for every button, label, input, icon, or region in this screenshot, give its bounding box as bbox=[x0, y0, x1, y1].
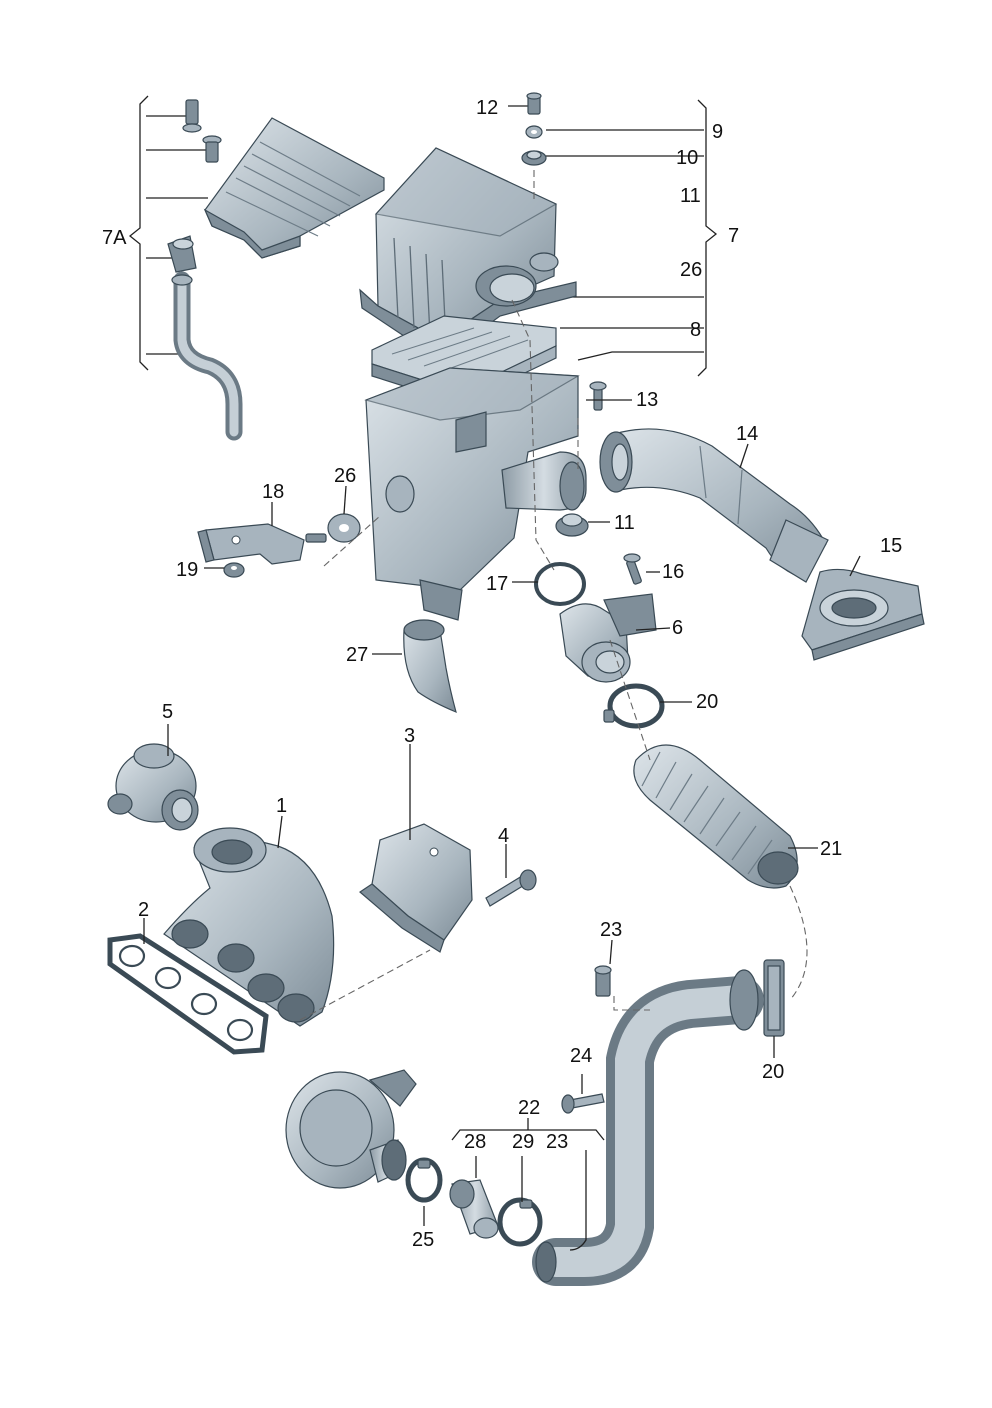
callout-21: 21 bbox=[820, 838, 842, 860]
air-mass-meter-6 bbox=[559, 593, 657, 683]
callout-2: 2 bbox=[138, 899, 149, 921]
assembly-guide-lines bbox=[299, 170, 808, 1021]
callout-9: 9 bbox=[712, 121, 723, 143]
screw-16 bbox=[623, 553, 642, 585]
callout-8: 8 bbox=[690, 319, 701, 341]
callout-12: 12 bbox=[476, 97, 498, 119]
callout-20-lower: 20 bbox=[762, 1061, 784, 1083]
callout-23-top: 23 bbox=[600, 919, 622, 941]
gasket-2 bbox=[107, 933, 269, 1055]
heat-shield-3 bbox=[359, 823, 473, 953]
callout-18: 18 bbox=[262, 481, 284, 503]
callout-17: 17 bbox=[486, 573, 508, 595]
sensor-23 bbox=[594, 965, 612, 997]
callout-20-upper: 20 bbox=[696, 691, 718, 713]
callout-5: 5 bbox=[162, 701, 173, 723]
callout-3: 3 bbox=[404, 725, 415, 747]
connector-28 bbox=[449, 1179, 499, 1239]
callout-7: 7 bbox=[728, 225, 739, 247]
turbocharger bbox=[285, 1069, 417, 1189]
hose-clamp-25 bbox=[405, 1157, 443, 1203]
callout-25: 25 bbox=[412, 1229, 434, 1251]
callout-15: 15 bbox=[880, 535, 902, 557]
callout-4: 4 bbox=[498, 825, 509, 847]
callout-29: 29 bbox=[512, 1131, 534, 1153]
callout-28: 28 bbox=[464, 1131, 486, 1153]
callout-23-bottom: 23 bbox=[546, 1131, 568, 1153]
callout-22: 22 bbox=[518, 1097, 540, 1119]
charge-air-pipe bbox=[532, 969, 764, 1286]
o-ring-17 bbox=[534, 562, 586, 606]
callout-13: 13 bbox=[636, 389, 658, 411]
washer-9 bbox=[525, 125, 543, 139]
callout-24: 24 bbox=[570, 1045, 592, 1067]
callout-11-side: 11 bbox=[614, 512, 635, 534]
leader-lines bbox=[143, 399, 861, 1251]
screw-7a bbox=[182, 99, 202, 133]
intake-adapter-15 bbox=[801, 568, 925, 661]
hose-clamp-20 bbox=[603, 683, 665, 729]
screw-12 bbox=[526, 92, 542, 115]
air-guide-27 bbox=[403, 619, 457, 714]
callout-26-top: 26 bbox=[680, 259, 702, 281]
clip-7a bbox=[202, 135, 222, 163]
screw-13 bbox=[589, 381, 607, 411]
bracket-group-7 bbox=[508, 99, 718, 377]
callout-19: 19 bbox=[176, 559, 198, 581]
holder-7a bbox=[167, 235, 197, 273]
vent-hose-7a bbox=[171, 271, 243, 441]
egr-valve-5 bbox=[107, 743, 199, 831]
callout-11-top: 11 bbox=[680, 185, 701, 207]
grommet-11 bbox=[555, 513, 589, 537]
bracket-18 bbox=[197, 523, 305, 565]
hose-clamp-29 bbox=[497, 1197, 543, 1247]
intake-manifold-1 bbox=[163, 827, 335, 1027]
callout-6: 6 bbox=[672, 617, 683, 639]
callout-10: 10 bbox=[676, 147, 698, 169]
callout-16: 16 bbox=[662, 561, 684, 583]
bolt-24 bbox=[561, 1093, 605, 1114]
callout-7a: 7A bbox=[102, 227, 127, 249]
flex-hose-21 bbox=[633, 744, 799, 889]
hose-clamp-20-lower bbox=[763, 959, 785, 1037]
bracket-group-22 bbox=[451, 1118, 605, 1141]
damper-26 bbox=[305, 513, 361, 543]
engine-cover-7a bbox=[203, 117, 385, 259]
callout-labels: 12 9 10 11 7 26 8 7A 13 14 18 26 11 15 1… bbox=[102, 97, 902, 1251]
air-filter-lower-housing bbox=[364, 367, 587, 621]
grommet-10 bbox=[521, 150, 547, 166]
callout-27: 27 bbox=[346, 644, 368, 666]
intake-duct-14 bbox=[599, 428, 829, 583]
bracket-group-7a bbox=[128, 95, 208, 371]
nut-19 bbox=[223, 562, 245, 578]
bolt-4 bbox=[485, 869, 537, 907]
callout-1: 1 bbox=[276, 795, 287, 817]
callout-26-side: 26 bbox=[334, 465, 356, 487]
callout-14: 14 bbox=[736, 423, 758, 445]
